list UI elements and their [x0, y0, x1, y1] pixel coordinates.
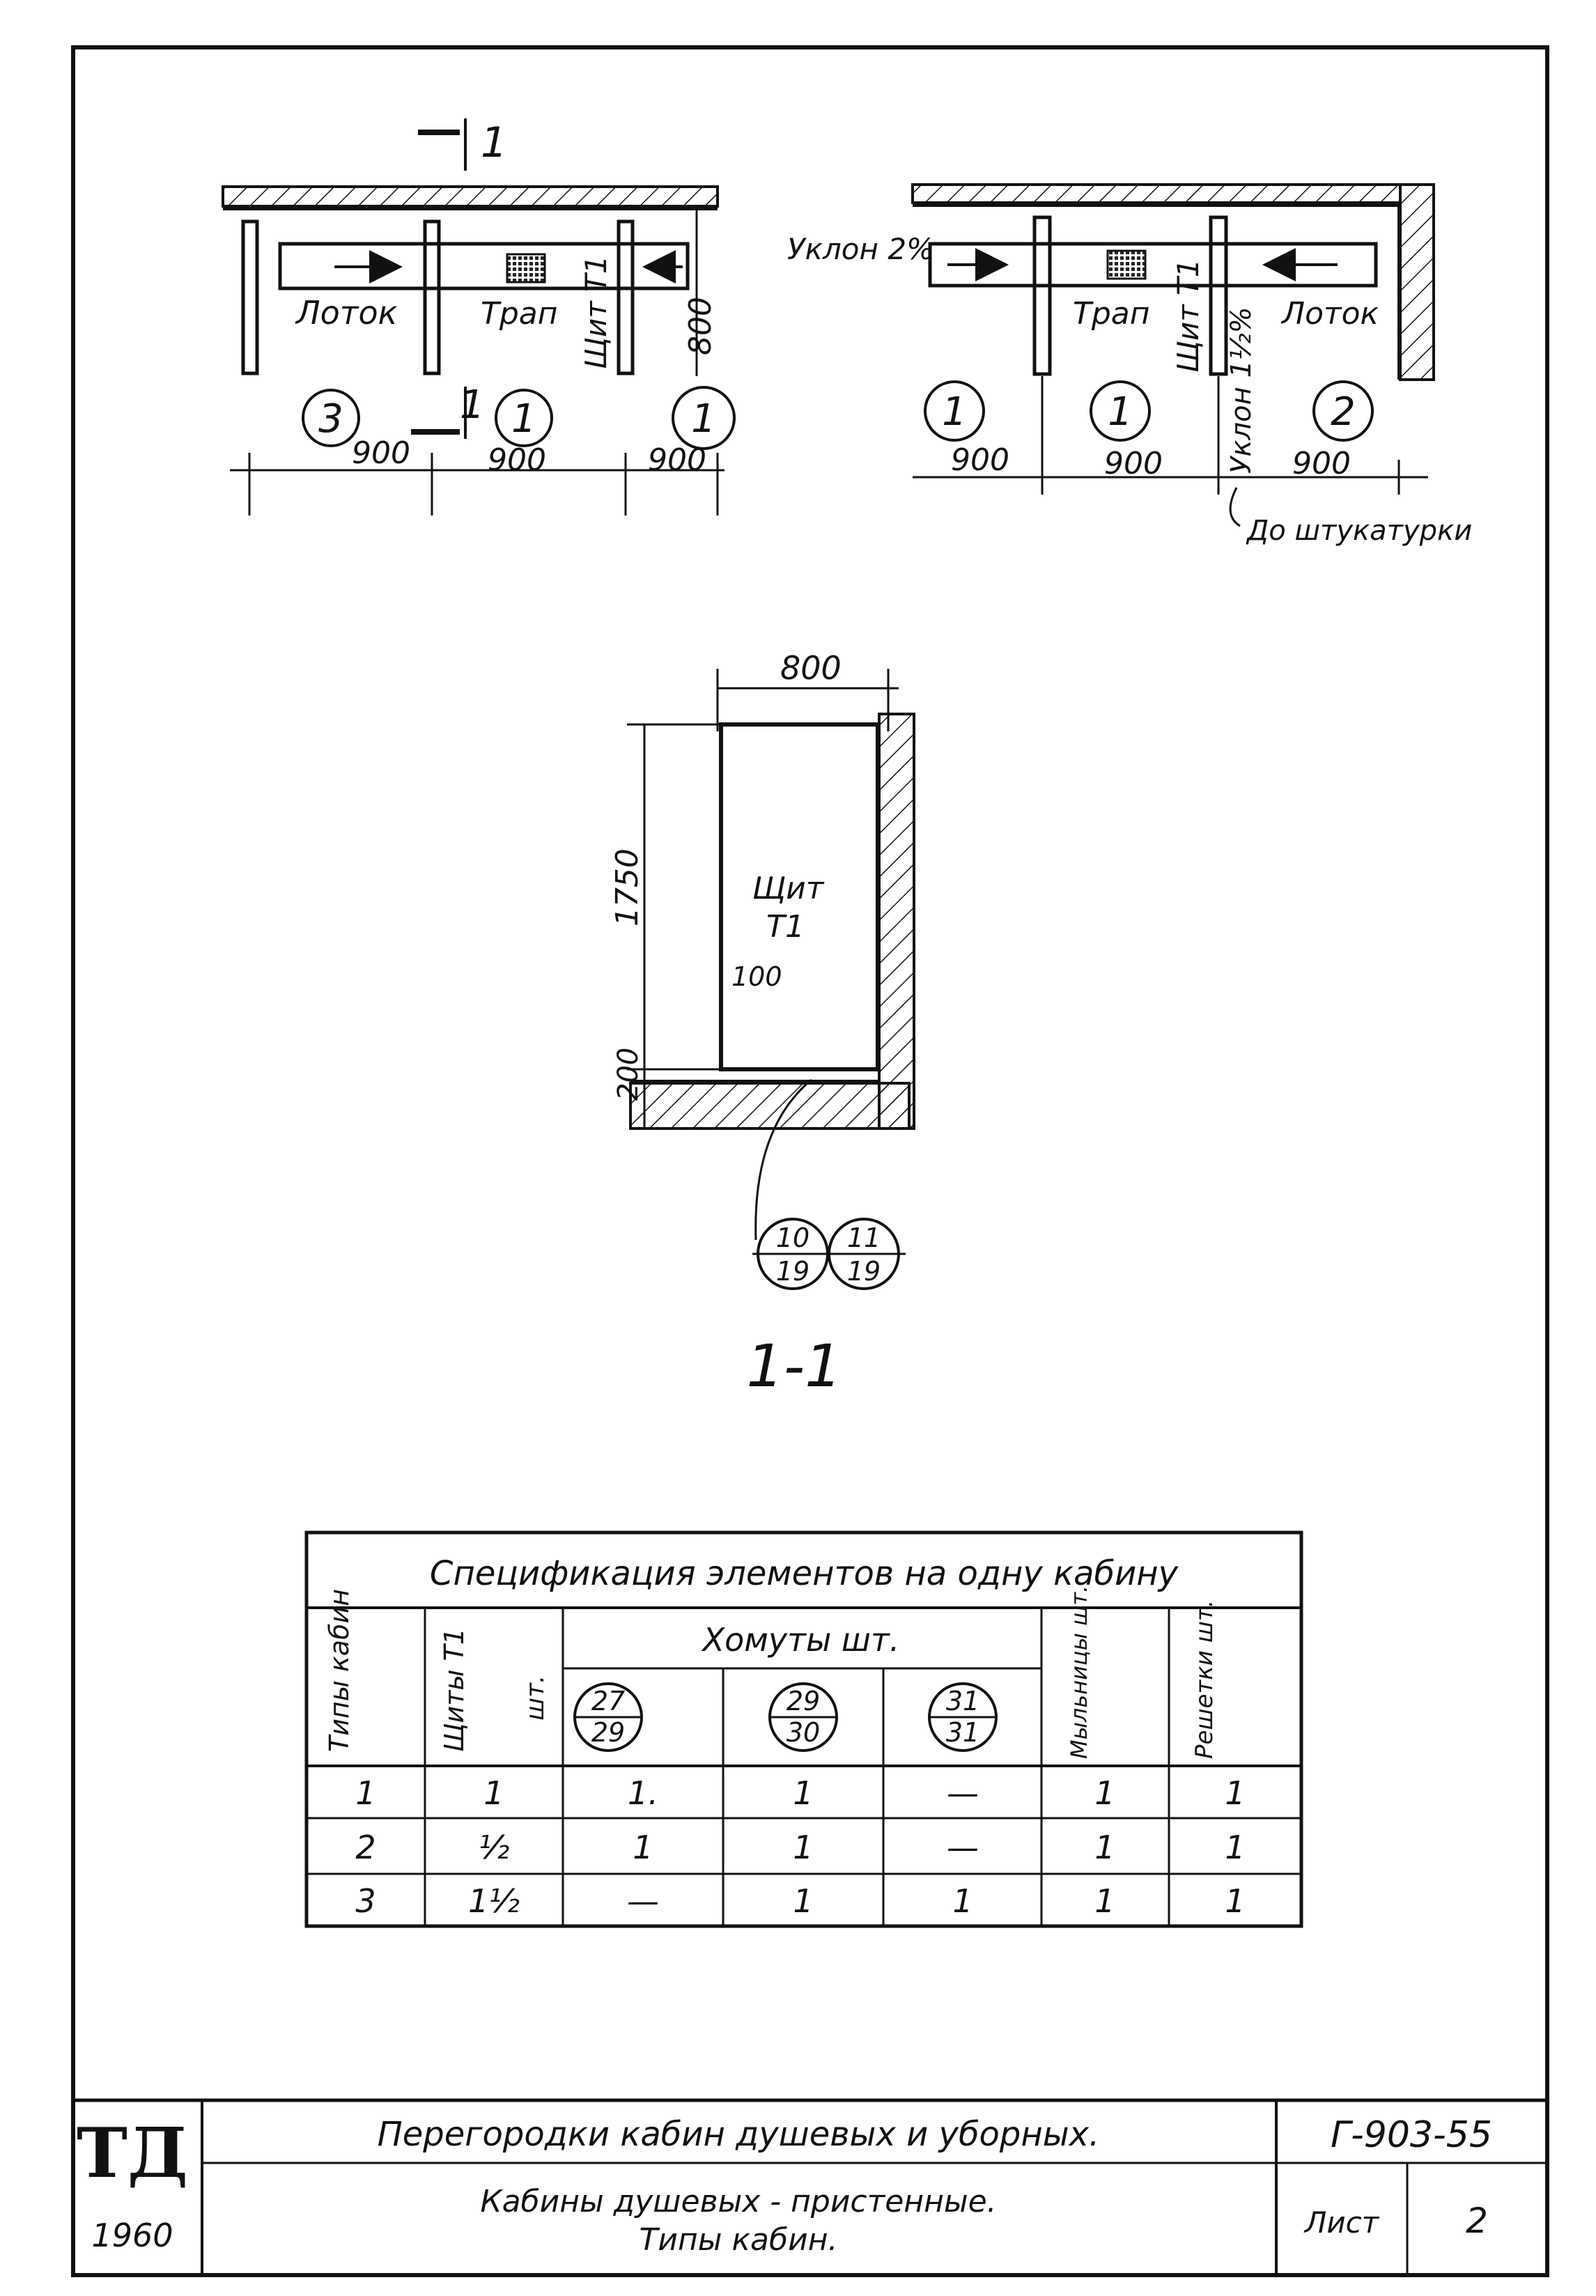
cabin-type-badge: 1: [511, 396, 536, 442]
table-cell: 1: [1094, 1774, 1115, 1812]
panel-label: Щит: [752, 871, 825, 906]
table-cell: 1: [633, 1829, 653, 1866]
cabin-type-badge: 3: [318, 396, 343, 442]
plan-right: Уклон 2% Трап Щит Т1 Лоток Уклон 1½% 1 1…: [787, 183, 1472, 547]
dim-900: 900: [1292, 446, 1351, 481]
ref-numerator: 11: [847, 1223, 881, 1253]
dim-900: 900: [1104, 446, 1163, 481]
title-line-1: Перегородки кабин душевых и уборных.: [378, 2115, 1100, 2154]
table-cell: 1: [1225, 1882, 1245, 1920]
panel-label-code: Т1: [766, 909, 805, 945]
cabin-type-badge: 1: [942, 389, 967, 435]
label-drain: Трап: [481, 296, 558, 332]
table-cell: —: [947, 1774, 979, 1812]
table-cell: 1: [355, 1774, 375, 1812]
sheet-label: Лист: [1303, 2205, 1380, 2240]
dim-width: 800: [780, 649, 842, 687]
label-panel: Щит Т1: [1171, 259, 1205, 373]
title-block: ТД 1960 Перегородки кабин душевых и убор…: [73, 2098, 1547, 2275]
table-cell: —: [627, 1882, 659, 1920]
table-cell: 1: [1094, 1882, 1115, 1920]
partition-panel-t1: [1209, 215, 1228, 376]
table-cell: 1: [1225, 1829, 1245, 1866]
cabin-type-badge: 1: [1108, 389, 1133, 435]
wall-hatch-left: [222, 185, 719, 208]
partition-panel-t1: [617, 219, 635, 375]
col-header-panels: Щиты Т1: [439, 1628, 470, 1752]
clamp-ref-top: 31: [946, 1686, 979, 1716]
label-slope-side: Уклон 1½%: [1225, 307, 1257, 474]
logo-td: ТД: [77, 2113, 188, 2194]
col-header-grate: Решетки шт.: [1191, 1600, 1218, 1759]
clamp-ref-bottom: 31: [946, 1717, 979, 1748]
table-cell: 1: [793, 1829, 813, 1866]
section-1-1: 800 1750 200 100 Щит Т1 10 19 11 19 1-1: [610, 649, 915, 1400]
col-header-clamps: Хомуты шт.: [702, 1621, 900, 1659]
partition: [1032, 215, 1052, 376]
wall-section-hatch: [878, 713, 915, 1130]
dim-900: 900: [352, 435, 410, 471]
dim-900: 900: [951, 442, 1009, 478]
label-tray: Лоток: [295, 294, 398, 332]
wall-hatch-side: [1399, 183, 1435, 381]
dim-base: 200: [612, 1048, 644, 1101]
partition: [423, 219, 441, 375]
table-cell: 3: [355, 1882, 375, 1920]
ref-denominator: 19: [847, 1256, 881, 1287]
table-cell: 2: [355, 1829, 375, 1866]
section-title: 1-1: [746, 1332, 842, 1400]
tray-channel: [928, 242, 1378, 288]
clamp-ref-top: 27: [591, 1686, 625, 1716]
title-year: 1960: [91, 2217, 173, 2254]
label-drain: Трап: [1073, 296, 1150, 332]
dim-gap: 100: [731, 961, 782, 992]
ref-numerator: 10: [776, 1223, 809, 1253]
section-marker-top: 1: [481, 118, 507, 167]
cabin-type-badge: 2: [1331, 389, 1356, 435]
sheet-number: 2: [1466, 2201, 1488, 2241]
title-line-3: Типы кабин.: [640, 2222, 838, 2258]
table-cell: 1: [1225, 1774, 1245, 1812]
dim-900: 900: [488, 442, 546, 478]
note-to-plaster: До штукатурки: [1246, 515, 1472, 547]
col-header-panels-unit: шт.: [521, 1675, 550, 1721]
table-cell: 1: [793, 1882, 813, 1920]
label-tray: Лоток: [1280, 296, 1379, 332]
dim-depth: 800: [683, 297, 718, 355]
tray-channel: [278, 242, 690, 290]
sheet-frame: [71, 45, 1549, 2277]
clamp-ref-bottom: 30: [787, 1717, 820, 1748]
cabin-type-badge: 1: [691, 396, 716, 442]
dim-900: 900: [648, 442, 706, 478]
clamp-ref-bottom: 29: [591, 1717, 625, 1748]
drain-grate-icon: [1106, 249, 1147, 280]
table-cell: 1½: [468, 1882, 520, 1920]
drain-grate-icon: [506, 253, 546, 284]
spec-table: Спецификация элементов на одну кабину Ти…: [304, 1530, 1303, 1928]
table-title: Спецификация элементов на одну кабину: [430, 1554, 1179, 1593]
col-header-soap: Мыльницы шт.: [1066, 1585, 1092, 1759]
table-cell: 1: [1094, 1829, 1115, 1866]
table-cell: 1: [483, 1774, 504, 1812]
partition: [241, 219, 259, 375]
table-cell: 1.: [628, 1774, 658, 1812]
table-cell: ½: [479, 1829, 510, 1866]
label-slope-top: Уклон 2%: [787, 232, 934, 266]
title-line-2: Кабины душевых - пристенные.: [480, 2184, 996, 2219]
floor-section-hatch: [629, 1082, 911, 1130]
drawing-code: Г-903-55: [1331, 2114, 1492, 2156]
ref-denominator: 19: [776, 1256, 809, 1287]
dim-height: 1750: [610, 848, 645, 926]
section-marker-bottom: 1: [460, 382, 485, 428]
wall-hatch-right: [911, 183, 1402, 204]
table-cell: 1: [793, 1774, 813, 1812]
clamp-ref-top: 29: [787, 1686, 820, 1716]
table-cell: —: [947, 1829, 979, 1866]
col-header-types: Типы кабин: [324, 1589, 355, 1752]
plan-left: 1 1 Лоток Трап Щит Т1 800 3 1 1 900 900 …: [222, 118, 736, 515]
label-panel: Щит Т1: [579, 256, 613, 369]
table-cell: 1: [952, 1882, 973, 1920]
